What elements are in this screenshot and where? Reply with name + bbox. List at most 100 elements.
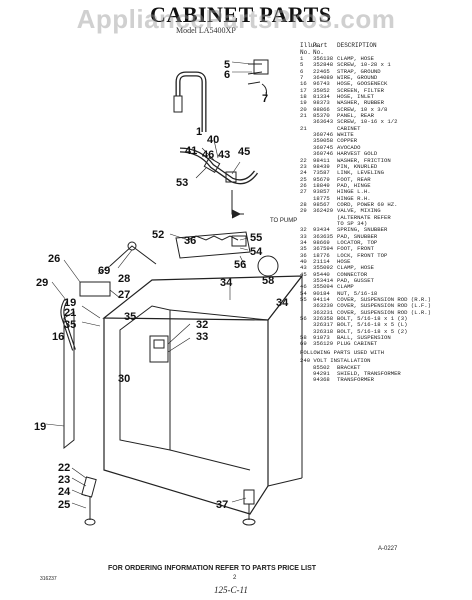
description-cell: TO SP 34) [337, 220, 368, 227]
illus-no-cell: 21 [300, 124, 307, 132]
description-cell: FOOT, REAR [337, 176, 371, 183]
handwritten-note: 125-C-11 [214, 585, 248, 595]
description-cell: LOCATOR, TOP [337, 239, 378, 246]
description-cell: CLAMP [337, 284, 354, 291]
part-no-cell: 363635 [313, 232, 334, 240]
description-cell: SCREW, 10 x 3/8 [337, 106, 388, 113]
illus-no-cell: 27 [300, 188, 307, 196]
callout-33: 33 [196, 331, 208, 343]
part-no-cell: 355092 [313, 264, 334, 272]
spacer-cell [300, 377, 313, 383]
part-no-cell: 98567 [313, 200, 330, 208]
description-cell: CLAMP, HOSE [337, 56, 374, 62]
front-foot-shape [243, 489, 255, 505]
to-pump-label: TO PUMP [270, 218, 297, 224]
callout-45: 45 [238, 146, 250, 158]
description-cell: CONNECTOR [337, 271, 368, 278]
description-cell: FOOT, FRONT [337, 246, 374, 253]
part-no-cell: 94291 [313, 369, 330, 377]
description-cell: CLAMP, HOSE [337, 265, 374, 272]
description-cell: LOCK, FRONT TOP [337, 252, 388, 259]
illus-no-cell: 28 [300, 200, 307, 208]
description-cell: SCREEN, FILTER [337, 87, 384, 94]
ordering-footer: FOR ORDERING INFORMATION REFER TO PARTS … [108, 565, 317, 572]
description-cell: HOSE, GOOSENECK [337, 81, 388, 88]
description-cell: CORD, POWER 60 HZ. [337, 201, 398, 208]
power-cord-shape [109, 245, 157, 267]
callout-53: 53 [176, 177, 188, 189]
installation-note-line-2: 240 VOLT INSTALLATION [300, 357, 371, 365]
callout-35b: 35 [124, 311, 136, 323]
part-no-cell: 95679 [313, 175, 330, 183]
description-cell: HARVEST GOLD [337, 151, 378, 158]
callout-6: 6 [224, 69, 230, 81]
description-cell: VALVE, MIXING [337, 208, 381, 215]
description-cell: PAD, HINGE [337, 182, 371, 189]
header-illus-no: Illus. No. [300, 42, 322, 56]
callout-55: 55 [250, 232, 262, 244]
part-no-cell: 326317 [313, 321, 334, 329]
installation-note-line-1: FOLLOWING PARTS USED WITH [300, 348, 384, 356]
document-number: 316237 [40, 576, 57, 582]
top-panel-shape [175, 231, 251, 259]
callout-22: 22 [58, 462, 70, 474]
callout-29: 29 [36, 277, 48, 289]
description-cell: COVER, SUSPENSION ROD (L.F.) [337, 303, 431, 310]
part-no-cell: 367594 [313, 245, 334, 253]
description-cell: BOLT, 5/16-18 x 5 (2) [337, 328, 408, 335]
callout-58: 58 [262, 275, 274, 287]
parts-row: 28 98567 CORD, POWER 60 HZ. [300, 200, 470, 208]
description-cell: PIN, KNURLED [337, 163, 378, 170]
description-cell: PANEL, REAR [337, 113, 374, 120]
illus-no-cell: 56 [300, 315, 307, 323]
callout-34-side: 34 [276, 297, 289, 309]
part-no-cell: 362429 [313, 207, 334, 215]
part-no-cell: 98439 [313, 162, 330, 170]
description-cell: PLUG CABINET [337, 341, 378, 348]
callout-21: 21 [64, 307, 76, 319]
part-no-cell: 326358 [313, 315, 334, 323]
illus-no-cell: 21 [300, 112, 307, 120]
part-no-cell: 98411 [313, 156, 330, 164]
part-no-cell: 96743 [313, 80, 330, 88]
description-cell: WASHER, FRICTION [337, 157, 391, 164]
part-no-cell: 85502 [313, 363, 330, 371]
illus-no-cell: 58 [300, 334, 307, 342]
cabinet-body-outline [103, 318, 269, 515]
callout-numbers: 5 6 7 1 40 41 46 43 45 53 52 55 54 56 34… [34, 59, 289, 511]
description-cell: PAD, GUSSET [337, 278, 374, 285]
part-no-cell: 355094 [313, 283, 334, 291]
description-cell: WASHER, RUBBER [337, 100, 384, 107]
rear-panel-shape [63, 311, 75, 450]
description-cell: BOLT, 5/16-18 x 1 (3) [337, 316, 408, 323]
part-no-cell: 353414 [313, 277, 334, 285]
description-cell: BOLT, 5/16-18 x 5 (L) [337, 322, 408, 329]
part-no-cell: 18775 [313, 194, 330, 202]
callout-36: 36 [184, 235, 196, 247]
part-no-cell: 22465 [313, 67, 330, 75]
callout-19-bottom: 19 [34, 421, 46, 433]
callout-54: 54 [250, 246, 263, 258]
